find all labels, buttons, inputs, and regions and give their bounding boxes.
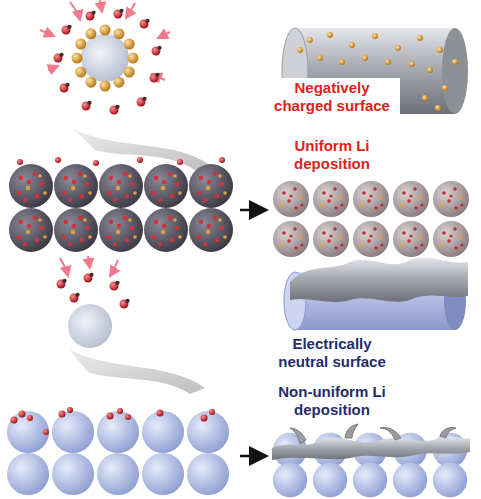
caption-label: Non-uniform Li deposition [273, 382, 391, 420]
caption-label: Electrically neutral surface [264, 334, 400, 372]
caption-label: Negatively charged surface [264, 78, 400, 116]
caption-label: Uniform Li deposition [273, 136, 391, 174]
